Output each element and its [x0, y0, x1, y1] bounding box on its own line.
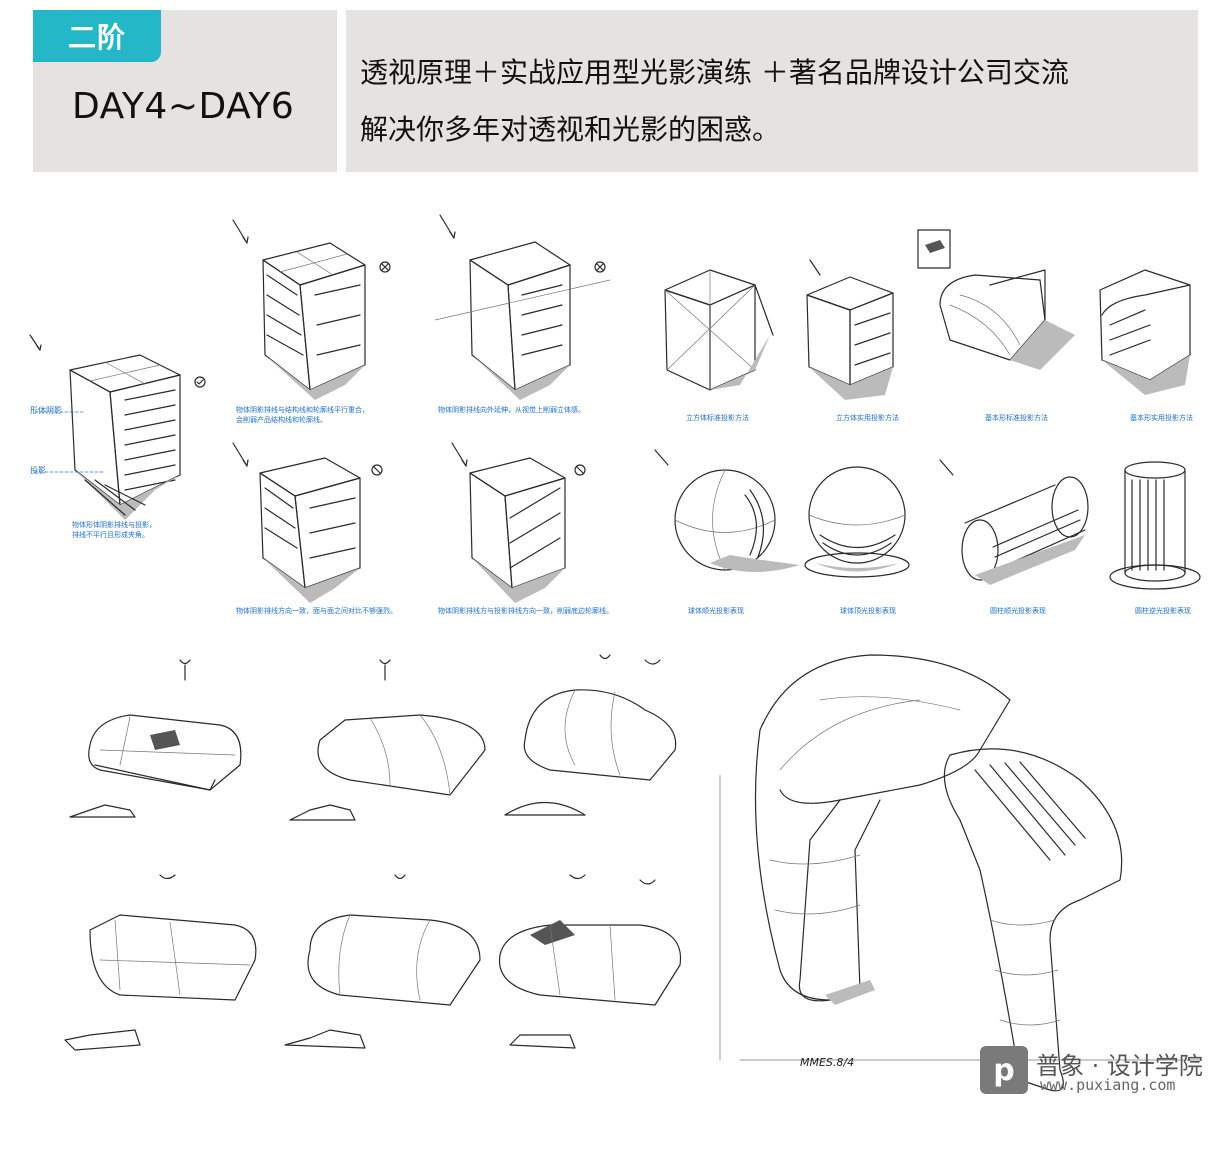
caption-1: 物体形体阴影排线与投影， 排线不平行且形成夹角。 [72, 520, 156, 540]
description-line-2: 解决你多年对透视和光影的困惑。 [360, 113, 781, 146]
product-sketch-4 [64, 874, 257, 1051]
caption-9: 基本形实用投影方法 [1130, 414, 1193, 422]
brand-name: 普象 · 设计学院 [1036, 1052, 1203, 1080]
label-projection: 投影 [30, 466, 46, 475]
cylinder-front-light [939, 459, 1089, 585]
cube-sketch-3 [434, 214, 611, 400]
caption-2: 物体阴影排线与结构线和轮廓线平行重合， 会削弱产品结构线和轮廓线。 [236, 405, 369, 425]
caption-5: 物体阴影排线方与投影排线方向一致，削弱底边轮廓线。 [438, 607, 613, 615]
chair-sketch [719, 654, 1201, 1092]
caption-11: 球体顶光投影表现 [840, 607, 896, 615]
header-right-panel [346, 10, 1198, 172]
artist-signature: MMES.8/4 [800, 1056, 855, 1069]
stage-tag: 二阶 [33, 10, 161, 62]
product-sketch-2 [289, 659, 486, 821]
cube-sketch-2 [232, 219, 391, 400]
caption-12: 圆柱顺光投影表现 [990, 607, 1046, 615]
puxiang-logo-icon: p [980, 1046, 1028, 1094]
form-projection-practical [1099, 269, 1191, 395]
day-range: DAY4~DAY6 [72, 86, 295, 127]
caption-1-line-1: 物体形体阴影排线与投影， [72, 521, 156, 529]
cube-sketch-1 [29, 334, 206, 520]
caption-7: 立方体实用投影方法 [836, 414, 899, 422]
cube-projection-standard [664, 269, 774, 391]
cube-sketch-5 [451, 442, 586, 603]
caption-2-line-1: 物体阴影排线与结构线和轮廓线平行重合， [236, 406, 369, 414]
caption-13: 圆柱逆光投影表现 [1135, 607, 1191, 615]
product-sketch-3 [504, 654, 677, 816]
caption-2-line-2: 会削弱产品结构线和轮廓线。 [236, 416, 327, 424]
caption-8: 基本形标准投影方法 [985, 414, 1048, 422]
caption-4: 物体阴影排线方向一致，面与面之间对比不够强烈。 [236, 607, 397, 615]
caption-10: 球体顺光投影表现 [688, 607, 744, 615]
cube-sketch-4 [232, 442, 383, 603]
caption-1-line-2: 排线不平行且形成夹角。 [72, 531, 149, 539]
cylinder-back-light [1109, 461, 1201, 590]
caption-3: 物体阴影排线向外延伸，从视觉上削弱立体感。 [438, 406, 585, 414]
description-line-1: 透视原理＋实战应用型光影演练 ＋著名品牌设计公司交流 [360, 56, 1069, 89]
caption-6: 立方体标准投影方法 [686, 414, 749, 422]
sphere-top-light [804, 466, 910, 578]
product-sketch-1 [69, 659, 242, 818]
cube-projection-practical [806, 259, 894, 400]
product-sketch-6 [498, 874, 682, 1049]
label-shadow-form: 形体阴影 [30, 406, 62, 415]
brand-url: www.puxiang.com [1040, 1076, 1176, 1094]
sphere-front-light [654, 449, 800, 573]
form-projection-standard [917, 229, 1075, 370]
product-sketch-5 [284, 874, 481, 1049]
